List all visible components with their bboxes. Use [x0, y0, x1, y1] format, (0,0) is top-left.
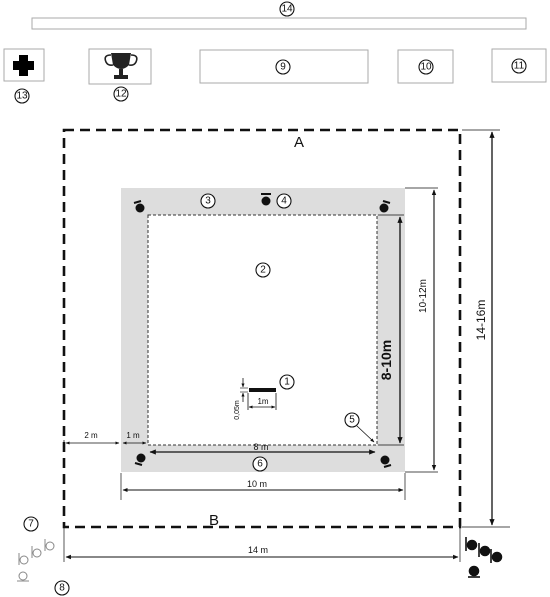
- judge-chair-icon: [379, 200, 391, 213]
- svg-text:5: 5: [349, 415, 355, 426]
- competition-area-border: [62, 128, 462, 529]
- judge-chair-icon: [261, 193, 271, 206]
- marker-2: 2: [255, 262, 271, 278]
- dim-1m-side-label: 1 m: [126, 431, 140, 440]
- dim-8m-label: 8 m: [253, 442, 268, 452]
- svg-text:14: 14: [281, 4, 293, 15]
- starting-line: [249, 388, 276, 392]
- area-b-label: B: [209, 512, 219, 529]
- spectator-seat-icon: [18, 539, 55, 565]
- judge-chair-icon: [133, 200, 145, 213]
- first-aid-box: [3, 48, 45, 82]
- svg-text:4: 4: [281, 196, 287, 207]
- marker-14: 14: [279, 1, 295, 17]
- marker-7: 7: [23, 516, 39, 532]
- dim-1m-line-label: 1m: [257, 397, 268, 406]
- marker-12: 12: [113, 86, 129, 102]
- svg-text:8: 8: [59, 583, 65, 594]
- dim-005m-label: 0,05m: [234, 400, 241, 420]
- area-a-label: A: [294, 134, 304, 151]
- marker-5: 5: [344, 412, 360, 428]
- judge-chair-icon: [380, 455, 392, 468]
- svg-text:1: 1: [284, 377, 290, 388]
- svg-text:10: 10: [420, 62, 432, 73]
- marker-6: 6: [252, 456, 268, 472]
- judge-chair-icon: [134, 453, 146, 466]
- svg-text:7: 7: [28, 519, 34, 530]
- judge-chair-icon: [468, 565, 480, 578]
- marker-3: 3: [200, 193, 216, 209]
- dim-14m-label: 14 m: [248, 545, 268, 555]
- dim-10-12m-label: 10-12m: [418, 279, 429, 313]
- safety-area: [121, 188, 405, 472]
- marker-1: 1: [279, 374, 295, 390]
- svg-text:2: 2: [260, 265, 266, 276]
- first-aid-cross-icon: [13, 55, 34, 76]
- dim-14-16m-label: 14-16m: [474, 300, 488, 341]
- dim-10m-label: 10 m: [247, 479, 267, 489]
- marker-9: 9: [275, 59, 291, 75]
- trophy-icon: [104, 53, 138, 79]
- trophy-box: [88, 48, 152, 85]
- svg-text:13: 13: [16, 91, 28, 102]
- contest-area-border: [147, 214, 378, 446]
- svg-text:9: 9: [280, 62, 286, 73]
- dim-2m-label: 2 m: [84, 431, 98, 440]
- svg-text:12: 12: [115, 89, 127, 100]
- marker-4: 4: [276, 193, 292, 209]
- svg-text:6: 6: [257, 459, 263, 470]
- banner-bar: [31, 17, 527, 30]
- marker-13: 13: [14, 88, 30, 104]
- marker-10: 10: [418, 59, 434, 75]
- svg-text:11: 11: [514, 61, 525, 72]
- spectator-seat-icon: [17, 571, 29, 582]
- dim-8-10m-label: 8-10m: [378, 340, 394, 380]
- svg-text:3: 3: [205, 196, 211, 207]
- judge-chair-icon: [465, 537, 503, 563]
- marker-11: 11: [511, 58, 527, 74]
- marker-8: 8: [54, 580, 70, 596]
